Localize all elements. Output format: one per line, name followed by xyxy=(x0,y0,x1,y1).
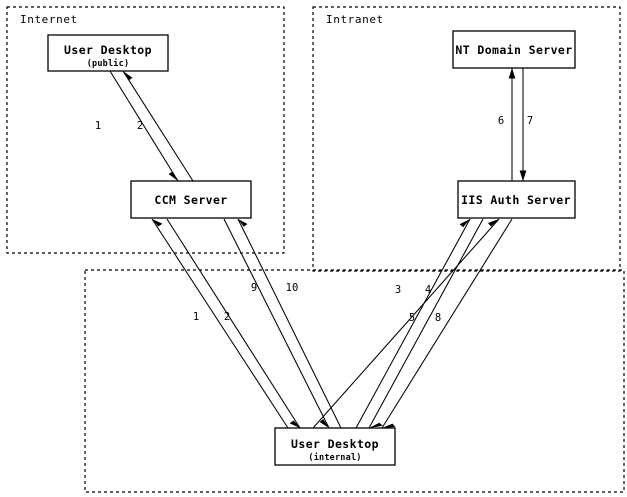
node-user-desktop-public[interactable]: User Desktop (public) xyxy=(47,34,169,72)
node-nt-domain-server[interactable]: NT Domain Server xyxy=(452,30,576,69)
flow-line-2-internal xyxy=(166,218,301,429)
flow-label-2-public: 2 xyxy=(137,120,143,132)
flow-line-2-public xyxy=(122,70,194,182)
flow-pair-internal-iis-3-4 xyxy=(355,218,484,429)
flow-line-4 xyxy=(368,218,484,429)
flow-label-9: 9 xyxy=(251,282,257,294)
flow-arrowhead-3 xyxy=(459,219,470,228)
flow-label-4: 4 xyxy=(425,284,431,296)
flow-line-8 xyxy=(381,218,513,429)
node-title-iis-auth-server: IIS Auth Server xyxy=(461,193,571,207)
flow-arrowhead-1-internal xyxy=(152,219,163,227)
node-box-ccm-server[interactable] xyxy=(130,180,252,219)
flow-label-6: 6 xyxy=(498,115,504,127)
flow-arrowhead-2-internal xyxy=(289,420,300,428)
zone-label-internet: Internet xyxy=(20,13,78,26)
flow-pair-iis-nt-6-7 xyxy=(508,68,527,181)
flow-arrowhead-5 xyxy=(488,219,499,227)
node-iis-auth-server[interactable]: IIS Auth Server xyxy=(457,180,576,219)
zone-internet-boundary xyxy=(6,6,285,254)
zone-intranet-boundary xyxy=(312,6,621,272)
node-subtitle-user-desktop-internal: (internal) xyxy=(308,452,361,463)
node-subtitle-user-desktop-public: (public) xyxy=(87,58,130,69)
flow-pair-public-ccm xyxy=(109,70,194,182)
node-user-desktop-internal[interactable]: User Desktop (internal) xyxy=(274,427,396,466)
flow-arrowhead-2-public xyxy=(123,71,133,81)
flow-label-10: 10 xyxy=(286,282,299,294)
flow-line-9 xyxy=(223,218,330,429)
flow-label-3: 3 xyxy=(395,284,401,296)
node-title-ccm-server: CCM Server xyxy=(154,193,227,207)
flow-line-1-public xyxy=(109,70,179,182)
node-box-user-desktop-internal[interactable] xyxy=(274,427,396,466)
flow-line-5 xyxy=(312,218,500,429)
flow-label-8: 8 xyxy=(435,312,441,324)
node-box-iis-auth-server[interactable] xyxy=(457,180,576,219)
node-box-nt-domain-server[interactable] xyxy=(452,30,576,69)
flow-pair-ccm-internal-9-10 xyxy=(223,218,342,429)
flow-label-1-public: 1 xyxy=(95,120,101,132)
flow-arrowhead-10 xyxy=(238,219,248,227)
flow-label-5: 5 xyxy=(409,312,415,324)
flow-line-3 xyxy=(355,218,471,429)
flow-arrowhead-1-public xyxy=(168,171,178,181)
flow-arrowhead-6 xyxy=(508,68,516,79)
flow-arrowhead-4 xyxy=(369,422,383,428)
flow-arrowhead-8 xyxy=(382,423,396,428)
flow-pair-internal-ccm xyxy=(151,218,301,429)
flow-label-1-internal: 1 xyxy=(193,311,199,323)
zone-internal-boundary xyxy=(84,269,625,493)
node-title-user-desktop-public: User Desktop xyxy=(64,43,152,57)
node-box-user-desktop-public[interactable] xyxy=(47,34,169,72)
flow-label-7: 7 xyxy=(527,115,533,127)
flow-pair-internal-iis-5-8 xyxy=(312,218,513,429)
flow-line-1-internal xyxy=(151,218,289,429)
zone-label-intranet: Intranet xyxy=(326,13,384,26)
node-ccm-server[interactable]: CCM Server xyxy=(130,180,252,219)
flow-line-10 xyxy=(237,218,342,429)
node-title-user-desktop-internal: User Desktop xyxy=(291,437,379,451)
flow-arrowhead-9 xyxy=(319,419,329,428)
node-title-nt-domain-server: NT Domain Server xyxy=(455,43,572,57)
flow-arrowhead-7 xyxy=(519,170,527,181)
flow-label-2-internal: 2 xyxy=(224,311,230,323)
